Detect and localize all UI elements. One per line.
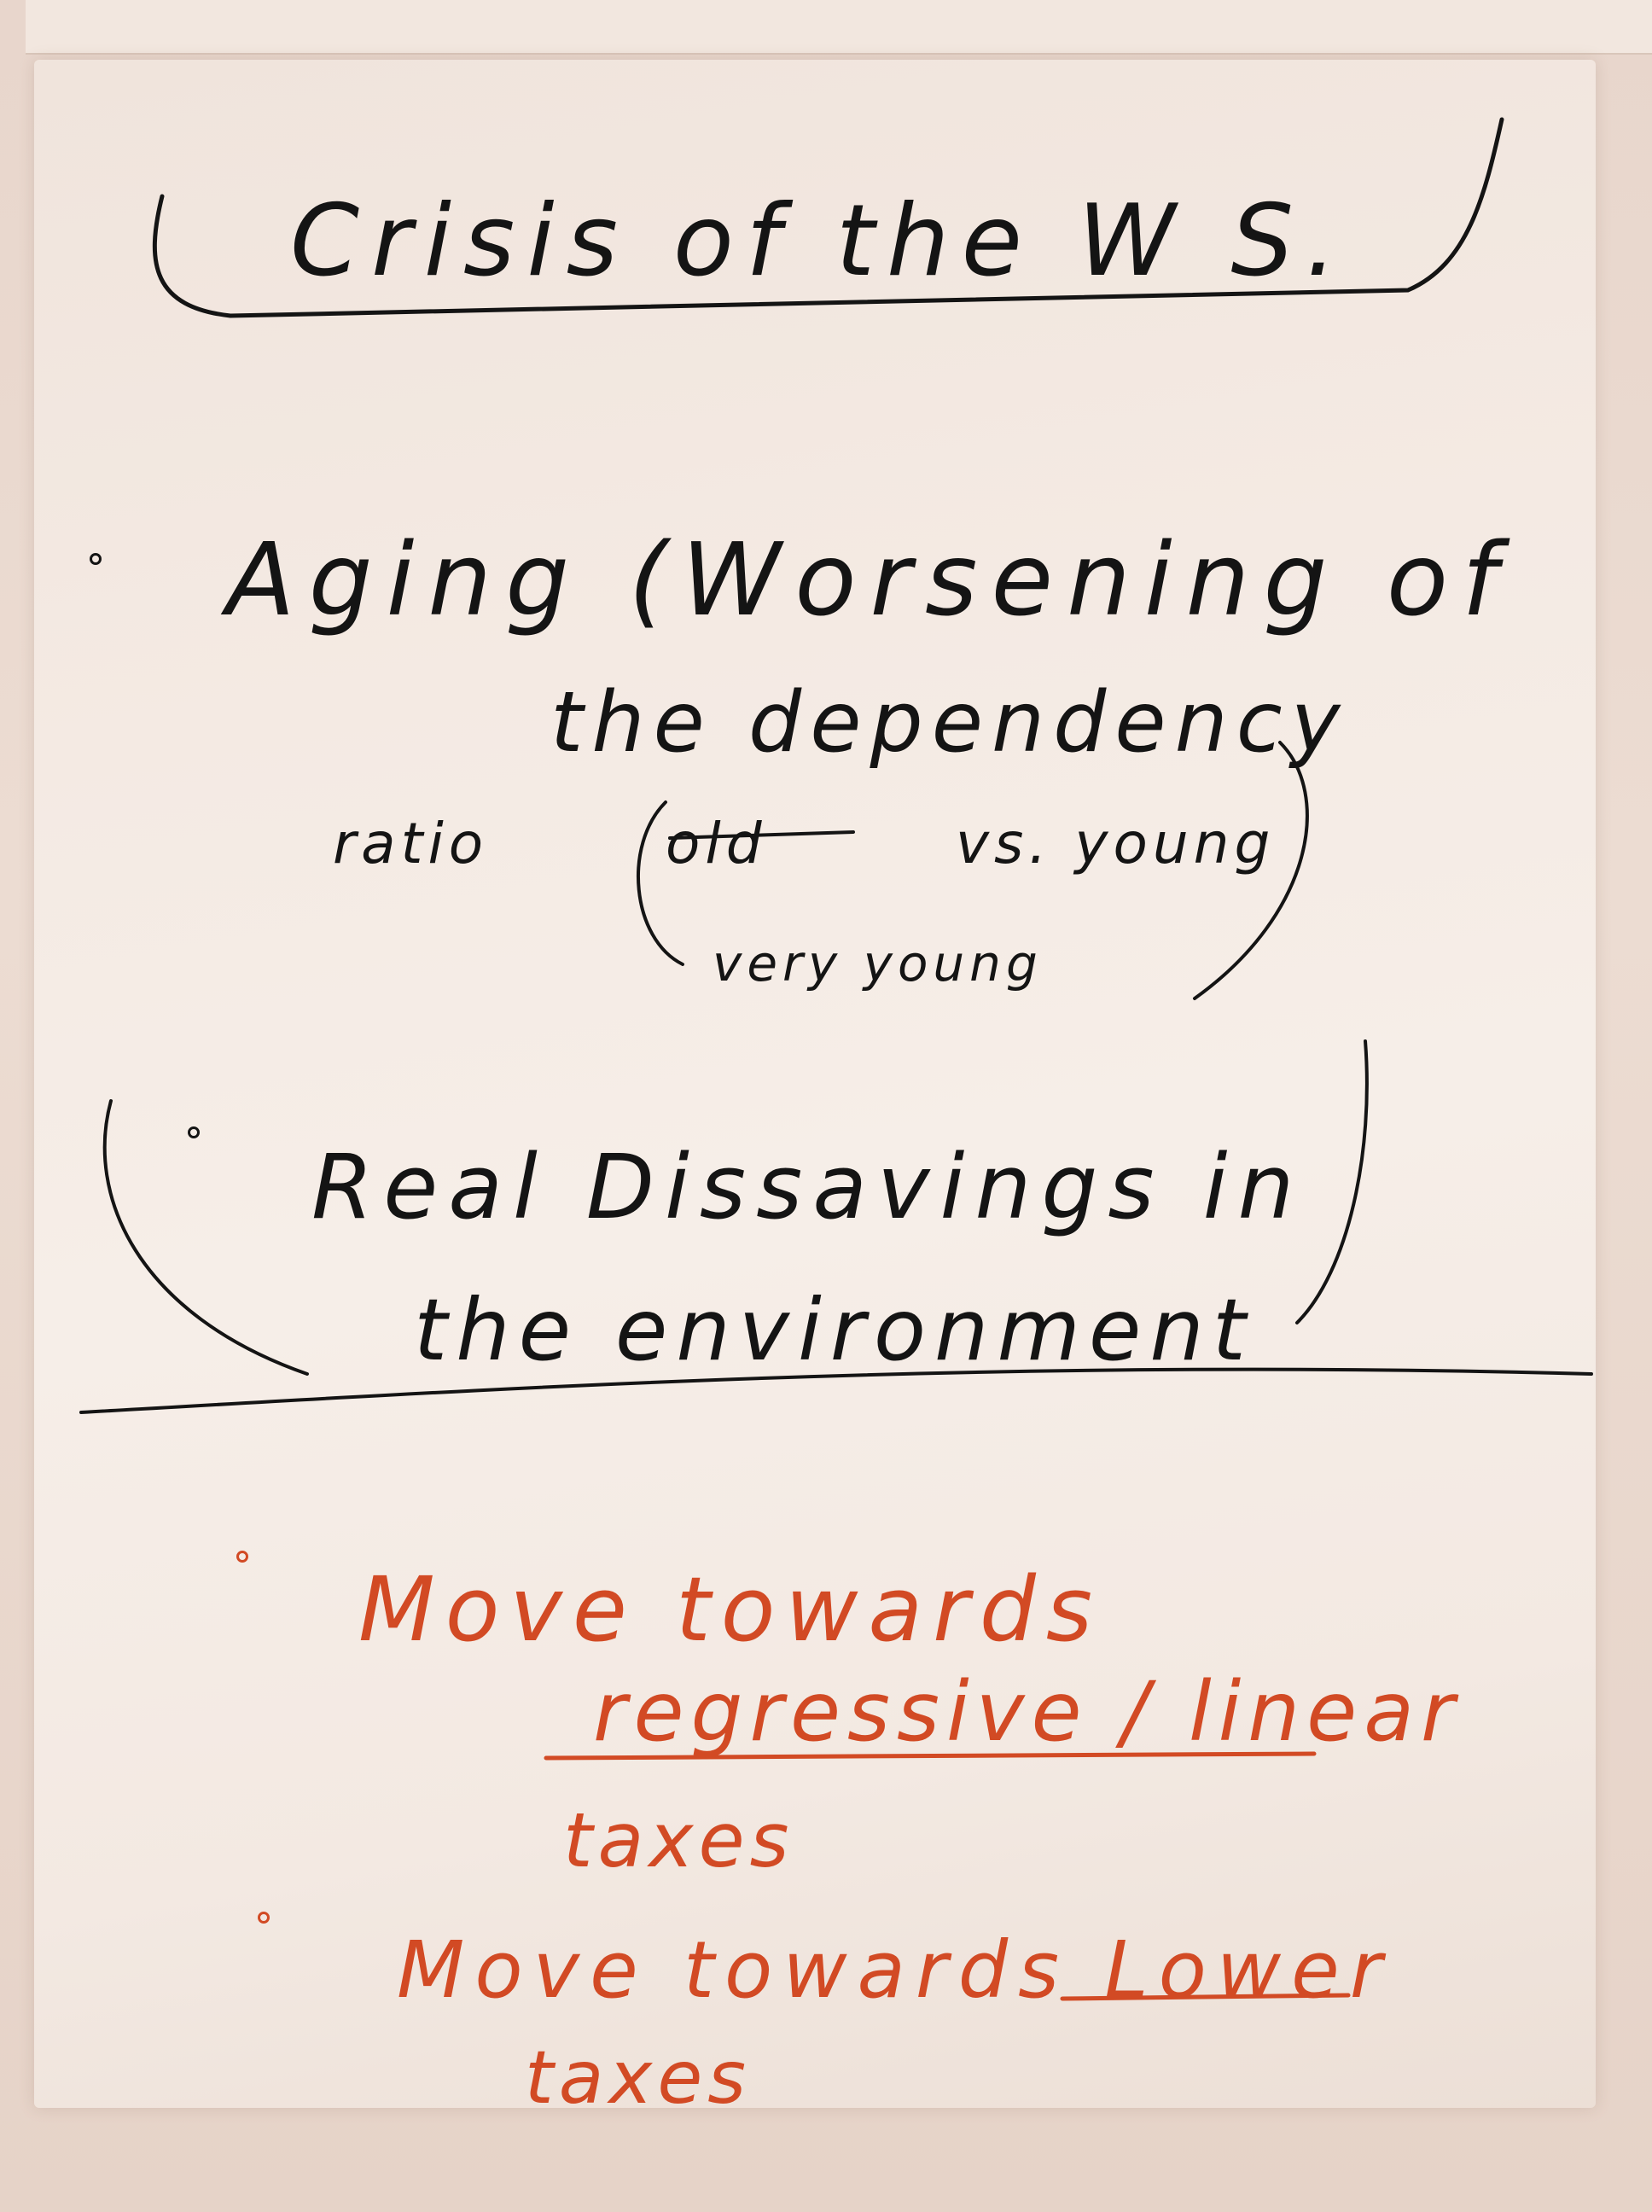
- chart-title: Crisis of the W S.: [290, 183, 1349, 299]
- bullet-dot: [236, 1551, 248, 1563]
- fraction-left-paren: [636, 800, 684, 966]
- bullet2-line2: the environment: [414, 1280, 1254, 1380]
- fraction-numerator: old: [666, 811, 767, 876]
- bullet3-line3: taxes: [563, 1796, 794, 1884]
- regressive-underline: [544, 1751, 1317, 1761]
- bullet4-line2: taxes: [525, 2035, 752, 2121]
- bullet3-line1: Move towards: [358, 1557, 1103, 1662]
- lower-underline: [1060, 1993, 1351, 2001]
- title-bracket: [152, 117, 1504, 318]
- previous-sheet-strip: [26, 0, 1652, 55]
- marker-strokes: [79, 117, 1593, 2001]
- bullet1-line2: the dependency: [550, 674, 1349, 771]
- bullet-dot: [90, 553, 102, 565]
- bullet1-line3: ratio: [333, 811, 489, 876]
- bullet-dot: [258, 1912, 270, 1924]
- fraction-vs: vs. young: [956, 811, 1276, 876]
- bullet2-right-paren: [1295, 1039, 1369, 1324]
- fraction-line: [668, 830, 855, 840]
- flipchart-sheet: Crisis of the W S. Aging (Worsening of t…: [34, 60, 1596, 2121]
- bullet4-line1: Move towards Lower: [397, 1924, 1393, 2016]
- bullet2-left-paren: [102, 1099, 309, 1376]
- bullet3-line2: regressive / linear: [593, 1664, 1462, 1760]
- bullet-dot: [188, 1126, 200, 1138]
- bullet1-line1: Aging (Worsening of: [226, 521, 1511, 638]
- divider-line: [79, 1367, 1593, 1414]
- bullet2-line1: Real Dissavings in: [311, 1135, 1305, 1239]
- fraction-denominator: very young: [713, 934, 1043, 992]
- ratio-right-paren: [1193, 741, 1309, 1000]
